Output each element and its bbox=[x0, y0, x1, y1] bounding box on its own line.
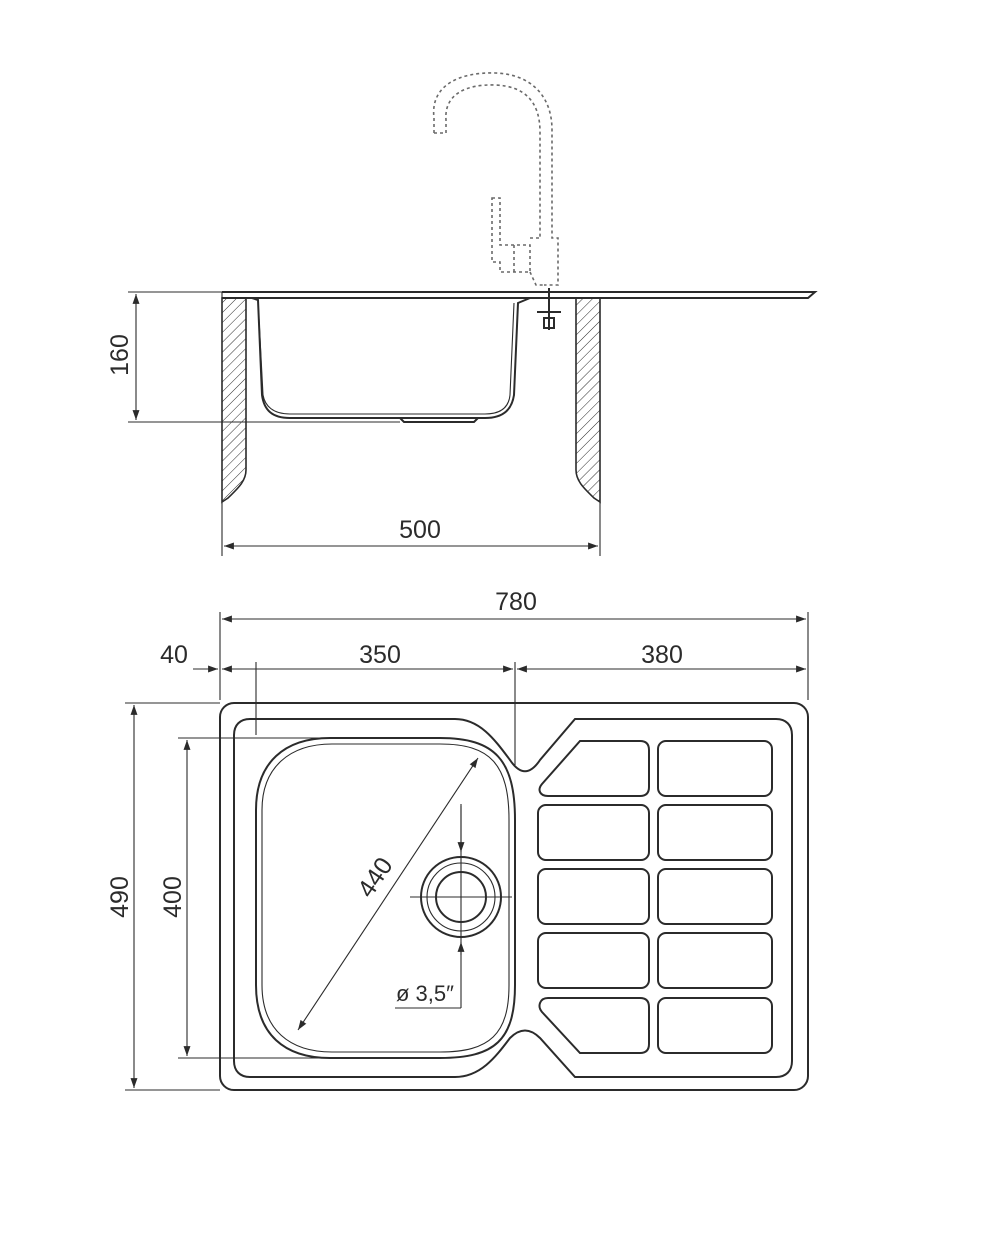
depth-label: 160 bbox=[106, 334, 134, 376]
overall-width-label: 780 bbox=[495, 588, 537, 616]
side-view: 160 500 bbox=[106, 72, 818, 556]
top-view: ø 3,5″ 440 780 bbox=[106, 588, 809, 1091]
bowl-outline bbox=[255, 737, 516, 1059]
bowl-profile bbox=[251, 297, 531, 423]
overall-depth-label: 490 bbox=[106, 876, 134, 918]
offset-label: 40 bbox=[160, 641, 188, 669]
outer-rim bbox=[219, 702, 809, 1091]
drainer-width-label: 380 bbox=[641, 641, 683, 669]
drainer-ribs bbox=[537, 740, 773, 1054]
bowl-depth-label: 400 bbox=[159, 876, 187, 918]
segment-width-dimensions: 40 350 380 bbox=[160, 641, 806, 673]
drain: ø 3,5″ bbox=[395, 804, 512, 1009]
bowl-inner-outline bbox=[261, 743, 510, 1053]
tap-fixing bbox=[537, 288, 561, 330]
inner-rim bbox=[233, 718, 793, 1078]
diagonal-label: 440 bbox=[352, 852, 399, 902]
bowl-depth-dimension: 400 bbox=[159, 737, 330, 1059]
bowl-width-label: 350 bbox=[359, 641, 401, 669]
faucet-outline bbox=[432, 72, 559, 286]
depth-dimension: 160 bbox=[106, 291, 400, 423]
cabinet-walls bbox=[221, 297, 601, 504]
cabinet-width-label: 500 bbox=[399, 516, 441, 544]
drain-label: ø 3,5″ bbox=[396, 981, 454, 1006]
overall-depth-dimension: 490 bbox=[106, 702, 220, 1091]
sink-deck-profile bbox=[221, 291, 818, 299]
overall-width-dimension: 780 bbox=[222, 588, 806, 623]
cabinet-width-dimension: 500 bbox=[221, 502, 601, 556]
